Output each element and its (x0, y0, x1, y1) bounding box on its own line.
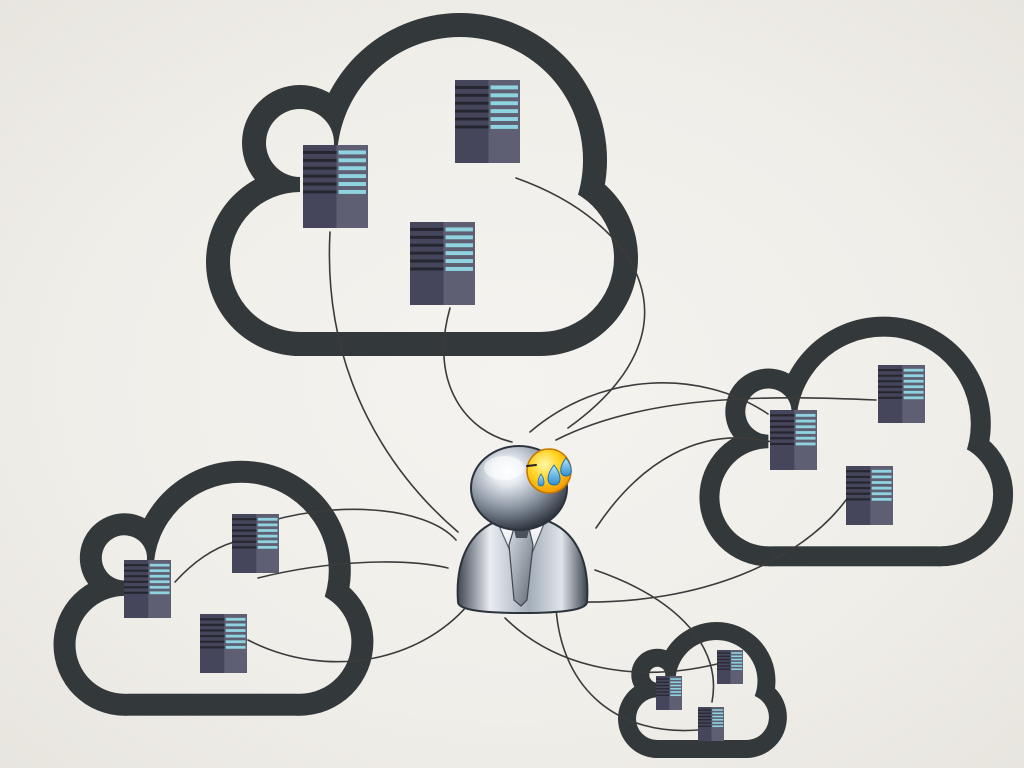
server-icon (846, 466, 893, 525)
server-icon (656, 676, 682, 710)
cloud-icon (699, 317, 1013, 567)
user-head-highlight (484, 456, 524, 480)
server-icon (200, 614, 247, 673)
cloud-icon (54, 461, 374, 716)
server-icon (124, 560, 171, 618)
server-icon (698, 707, 724, 741)
server-icon (410, 222, 475, 305)
sweating-face-icon (527, 449, 571, 493)
closed-eye (527, 465, 536, 466)
server-icon (770, 410, 817, 470)
server-icon (717, 650, 743, 684)
server-icon (455, 80, 520, 163)
server-icon (878, 365, 925, 423)
server-icon (232, 514, 279, 573)
server-icon (303, 145, 368, 228)
